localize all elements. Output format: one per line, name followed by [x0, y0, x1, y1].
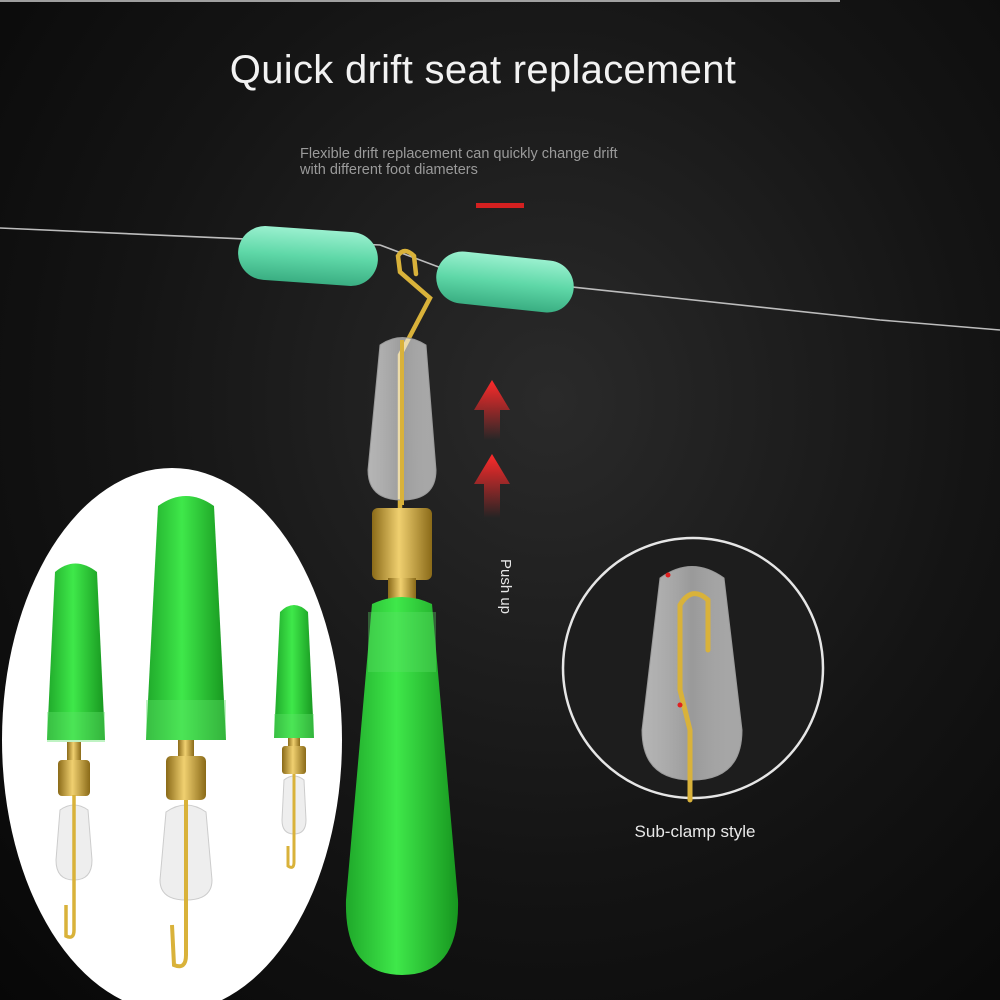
push-up-arrows [474, 380, 510, 518]
variant-small-left [47, 563, 105, 939]
accent-dash [476, 203, 524, 208]
subtitle-line-1: Flexible drift replacement can quickly c… [300, 146, 618, 162]
subtitle-line-2: with different foot diameters [300, 162, 478, 178]
push-up-label: Push up [497, 558, 515, 615]
variant-large-center [146, 496, 226, 969]
main-seat-tool [345, 248, 459, 975]
page-title: Quick drift seat replacement [229, 48, 737, 92]
float-right [436, 251, 574, 313]
float-left [238, 226, 378, 286]
subtitle: Flexible drift replacement can quickly c… [300, 146, 720, 178]
detail-circle [561, 536, 825, 803]
variant-small-right [274, 605, 314, 869]
detail-caption: Sub-clamp style [634, 822, 756, 841]
variant-panel [2, 468, 342, 1000]
